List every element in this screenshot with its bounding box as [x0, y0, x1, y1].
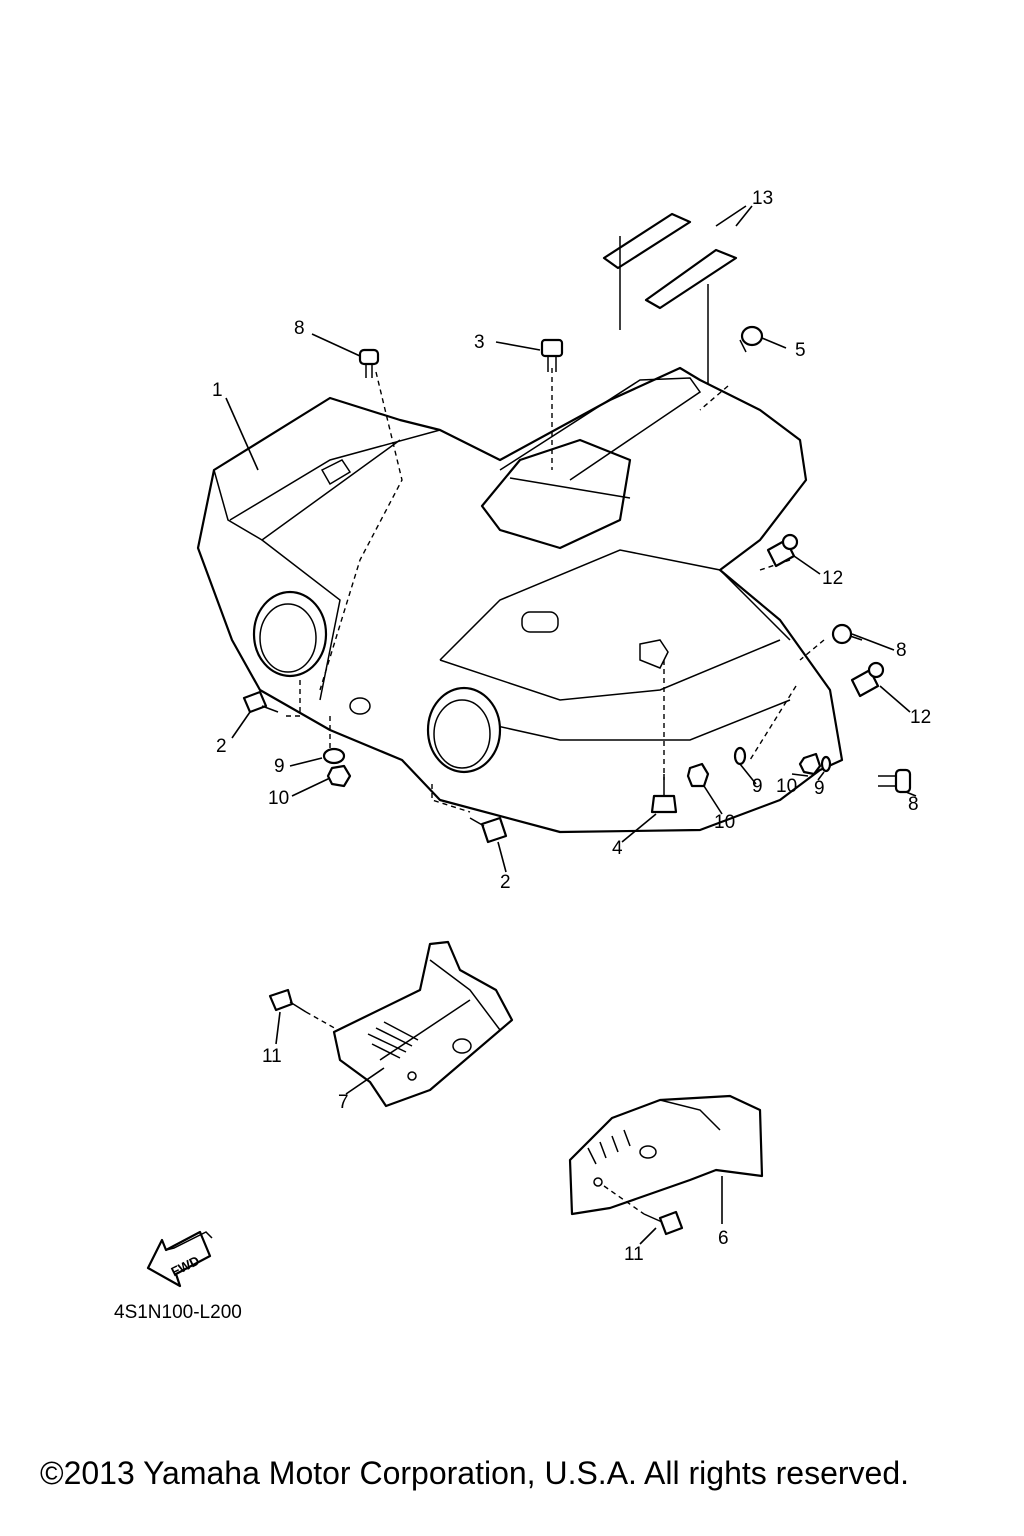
assembly-lines	[284, 368, 825, 813]
rivet-12-lower-icon	[850, 661, 885, 698]
nut-10-left-icon	[326, 764, 352, 788]
rivet-12-upper-icon	[766, 533, 799, 568]
callout-2-left: 2	[216, 736, 227, 757]
callout-8-top: 8	[294, 318, 305, 339]
nut-10-right-icon	[686, 762, 710, 788]
callout-7: 7	[338, 1092, 349, 1113]
callout-11-right: 11	[624, 1244, 644, 1265]
callout-labels: 13 8 3 5 1 12 8 12 2 9 10 9 10 9 8 10 4 …	[212, 188, 931, 1265]
callout-9-left: 9	[274, 756, 285, 777]
callout-5: 5	[795, 340, 806, 361]
callout-2-bottom: 2	[500, 872, 511, 893]
callout-9-center: 9	[752, 776, 763, 797]
part-1-front-fender	[196, 366, 844, 834]
screw-8-top-icon	[358, 348, 380, 378]
bolt-11-right-icon	[603, 1185, 684, 1236]
callout-6: 6	[718, 1228, 729, 1249]
callout-10-center: 10	[714, 812, 735, 833]
callout-9-right: 9	[814, 778, 825, 799]
washer-9-left-icon	[322, 747, 346, 765]
callout-11-left: 11	[262, 1046, 282, 1067]
fwd-arrow-icon: FWD	[146, 1230, 213, 1288]
leader-lines	[225, 205, 917, 1245]
washer-9-right-icon	[820, 755, 832, 773]
callout-1: 1	[212, 380, 223, 401]
callout-12-upper: 12	[822, 568, 843, 589]
screw-3-icon	[540, 338, 564, 372]
callout-10-left: 10	[268, 788, 289, 809]
nut-10-far-right-icon	[798, 752, 822, 776]
bolt-11-left-icon	[268, 988, 339, 1031]
callout-3: 3	[474, 332, 485, 353]
part-7-left-guard	[332, 940, 514, 1108]
callout-8-right-lower: 8	[908, 794, 919, 815]
callout-12-lower: 12	[910, 707, 931, 728]
callout-8-right-upper: 8	[896, 640, 907, 661]
diagram-code: 4S1N100-L200	[114, 1302, 242, 1323]
bolt-2-bottom-icon	[469, 816, 508, 844]
bolt-2-left-icon	[242, 690, 279, 714]
callout-10-right: 10	[776, 776, 797, 797]
screw-8-right-lower-icon	[878, 768, 912, 794]
screw-8-right-upper-icon	[831, 623, 863, 645]
clip-5-icon	[739, 325, 764, 353]
callout-13: 13	[752, 188, 773, 209]
part-6-right-guard	[568, 1094, 764, 1216]
bolt-4-icon	[650, 774, 678, 814]
callout-4: 4	[612, 838, 623, 859]
copyright-notice: ©2013 Yamaha Motor Corporation, U.S.A. A…	[40, 1455, 909, 1491]
washer-9-center-icon	[733, 746, 747, 766]
